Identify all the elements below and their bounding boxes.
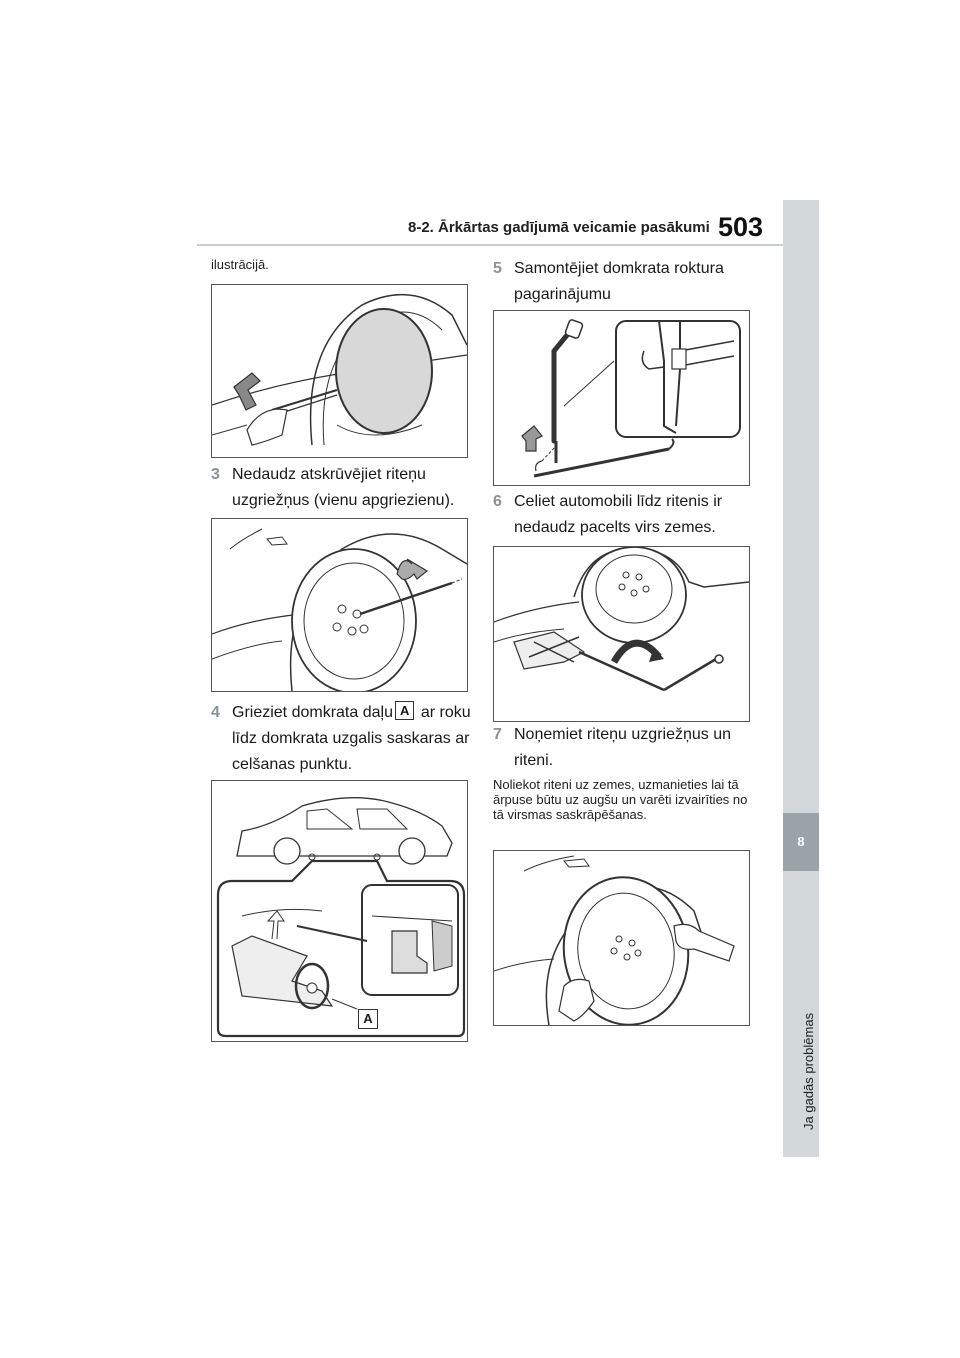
step-5: 5 Samontējiet domkrata roktura pagarināj… xyxy=(493,256,763,308)
jack-lifting-icon xyxy=(494,547,749,692)
step-5-number: 5 xyxy=(493,260,502,277)
figure-jack-position: A xyxy=(211,780,468,1042)
figure-lug-nut-wrench xyxy=(211,518,468,692)
step-4-number: 4 xyxy=(211,704,220,721)
step-3-number: 3 xyxy=(211,466,220,483)
figure-jack-handle xyxy=(493,310,750,486)
tire-removal-icon xyxy=(212,293,467,446)
figure-jack-lifting xyxy=(493,546,750,722)
jack-handle-assembly-icon xyxy=(521,319,741,478)
chapter-side-tab: 8 Ja gadās problēmas xyxy=(783,200,819,1157)
step-3: 3 Nedaudz atskrūvējiet riteņu uzgriežņus… xyxy=(211,462,471,514)
chapter-number: 8 xyxy=(783,813,819,871)
jack-position-icon xyxy=(216,797,466,1038)
step-5-text: Samontējiet domkrata roktura pagarinājum… xyxy=(514,260,724,303)
step-4-text-before: Grieziet domkrata daļu xyxy=(232,704,393,721)
figure-wheel-removal xyxy=(493,850,750,1026)
intro-text: ilustrācijā. xyxy=(211,257,269,272)
lug-nut-wrench-icon xyxy=(212,528,467,691)
step-7-text: Noņemiet riteņu uzgriežņus un riteni. xyxy=(514,726,732,769)
chapter-title: Ja gadās problēmas xyxy=(801,1012,816,1130)
step-6-number: 6 xyxy=(493,493,502,510)
step-6: 6 Celiet automobili līdz ritenis ir neda… xyxy=(493,489,763,541)
page-number: 503 xyxy=(718,212,764,242)
figure-tire-removal xyxy=(211,284,468,458)
note-text: Noliekot riteni uz zemes, uzmanieties la… xyxy=(493,777,748,822)
header-divider xyxy=(197,244,783,246)
step-4-text-after: ar roku līdz domkrata uzgalis saskaras a… xyxy=(232,704,471,773)
step-6-text: Celiet automobili līdz ritenis ir nedaud… xyxy=(514,493,723,536)
step-7: 7 Noņemiet riteņu uzgriežņus un riteni. xyxy=(493,722,763,774)
step-7-number: 7 xyxy=(493,726,502,743)
step-4-label-a: A xyxy=(394,701,415,720)
figure-label-a: A xyxy=(358,1009,378,1029)
wheel-removal-icon xyxy=(494,855,735,1025)
step-3-text: Nedaudz atskrūvējiet riteņu uzgriežņus (… xyxy=(232,466,455,509)
section-title: 8-2. Ārkārtas gadījumā veicamie pasākumi xyxy=(408,219,710,236)
